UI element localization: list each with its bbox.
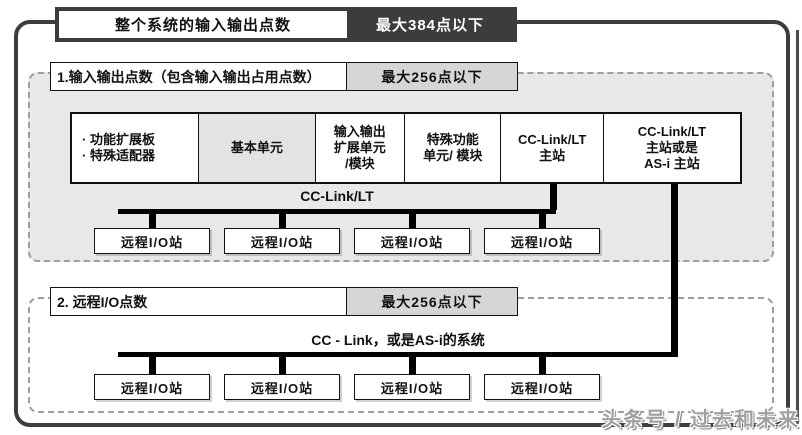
master-to-bus-drop-line xyxy=(550,184,557,210)
remote-io-section-title: 2. 远程I/O点数 xyxy=(51,288,347,315)
outer-frame-shadow-line xyxy=(793,30,799,428)
table-cell-io-extension: 输入输出 扩展单元 /模块 xyxy=(316,114,406,182)
table-cell-expansion-board: · 功能扩展板 · 特殊适配器 xyxy=(72,114,200,182)
remote-io-station: 远程I/O站 xyxy=(94,374,210,400)
cclink-lt-bus-label: CC-Link/LT xyxy=(300,188,374,204)
drop-line xyxy=(149,213,156,229)
asi-master-long-drop-line xyxy=(671,184,678,357)
remote-io-station: 远程I/O站 xyxy=(354,228,470,254)
watermark: 头条号 / 过去和未来 xyxy=(601,409,800,431)
remote-io-station: 远程I/O站 xyxy=(94,228,210,254)
system-total-banner: 整个系统的输入输出点数 最大384点以下 xyxy=(55,7,517,42)
remote-io-limit-badge: 最大256点以下 xyxy=(347,288,517,315)
io-points-section-title: 1.输入输出点数（包含输入输出占用点数） xyxy=(51,63,347,90)
remote-io-station: 远程I/O站 xyxy=(354,374,470,400)
drop-line xyxy=(539,356,546,375)
table-cell-special-function: 特殊功能 单元/ 模块 xyxy=(405,114,502,182)
table-cell-cclink-lt-master: CC-Link/LT 主站 xyxy=(501,114,604,182)
system-total-label: 整个系统的输入输出点数 xyxy=(59,11,347,38)
cclink-asi-bus-label: CC - Link，或是AS-i的系统 xyxy=(311,332,485,348)
cclink-lt-bus-line xyxy=(118,209,556,214)
remote-io-station: 远程I/O站 xyxy=(484,374,600,400)
remote-io-section-header: 2. 远程I/O点数 最大256点以下 xyxy=(50,287,518,316)
remote-io-station: 远程I/O站 xyxy=(224,374,340,400)
drop-line xyxy=(279,213,286,229)
remote-io-station: 远程I/O站 xyxy=(484,228,600,254)
device-table: · 功能扩展板 · 特殊适配器 基本单元 输入输出 扩展单元 /模块 特殊功能 … xyxy=(70,112,742,184)
system-total-limit: 最大384点以下 xyxy=(375,17,485,34)
table-cell-base-unit: 基本单元 xyxy=(199,114,316,182)
drop-line xyxy=(149,356,156,375)
drop-line xyxy=(409,356,416,375)
drop-line xyxy=(279,356,286,375)
drop-line xyxy=(409,213,416,229)
remote-io-station: 远程I/O站 xyxy=(224,228,340,254)
io-points-limit-badge: 最大256点以下 xyxy=(347,63,517,90)
drop-line xyxy=(539,213,546,229)
table-cell-cclink-asi-master: CC-Link/LT 主站或是 AS-i 主站 xyxy=(637,123,707,172)
io-points-section-header: 1.输入输出点数（包含输入输出占用点数） 最大256点以下 xyxy=(50,62,518,91)
cclink-asi-bus-line xyxy=(118,352,678,357)
